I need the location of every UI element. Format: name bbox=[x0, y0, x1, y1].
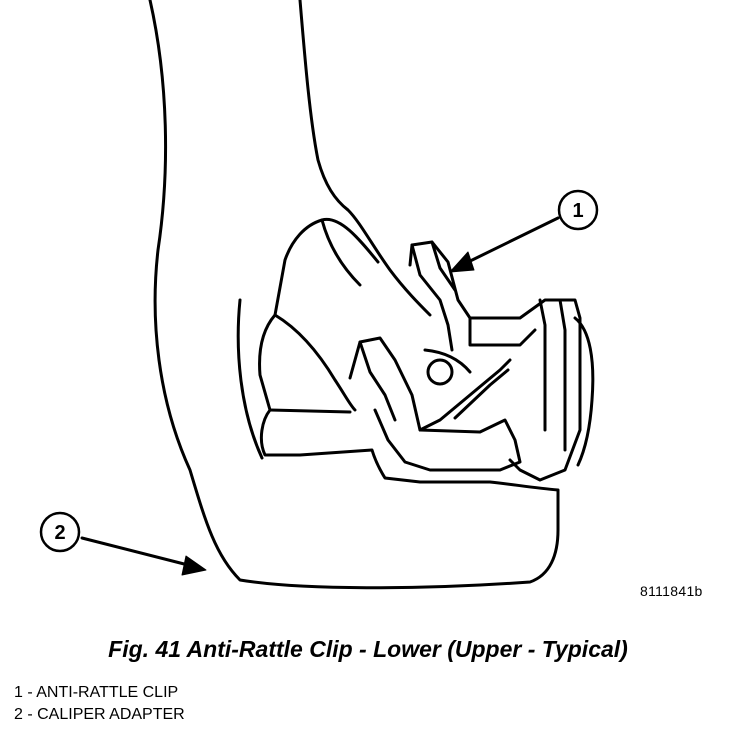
caliper-adapter-inner-edge bbox=[298, 0, 432, 317]
callout-2-number: 2 bbox=[54, 522, 65, 544]
legend-number: 1 bbox=[14, 684, 23, 701]
callout-1-arrowhead bbox=[449, 251, 475, 273]
legend-separator: - bbox=[22, 684, 37, 701]
legend: 1 - ANTI-RATTLE CLIP 2 - CALIPER ADAPTER bbox=[14, 682, 185, 726]
caliper-adapter-body bbox=[148, 0, 560, 590]
legend-item: 2 - CALIPER ADAPTER bbox=[14, 704, 185, 726]
legend-number: 2 bbox=[14, 706, 23, 723]
anti-rattle-clip-upper bbox=[408, 240, 582, 482]
legend-separator: - bbox=[22, 706, 38, 723]
callout-2-arrowhead bbox=[181, 555, 207, 576]
legend-label: ANTI-RATTLE CLIP bbox=[36, 684, 179, 701]
callout-1-circle bbox=[557, 189, 599, 231]
callout-2-leader bbox=[80, 536, 194, 568]
callout-1-leader bbox=[460, 216, 560, 267]
anti-rattle-clip-lower bbox=[348, 336, 522, 472]
caliper-adapter-rim bbox=[236, 298, 264, 460]
callout-1-number: 1 bbox=[572, 200, 583, 222]
callout-2-circle bbox=[39, 511, 81, 553]
figure-caption: Fig. 41 Anti-Rattle Clip - Lower (Upper … bbox=[108, 636, 628, 662]
legend-label: CALIPER ADAPTER bbox=[37, 706, 185, 723]
figure-id-code: 8111841b bbox=[640, 583, 703, 599]
legend-item: 1 - ANTI-RATTLE CLIP bbox=[14, 682, 185, 704]
brake-caliper-adapter-illustration: 1 2 bbox=[39, 0, 599, 590]
